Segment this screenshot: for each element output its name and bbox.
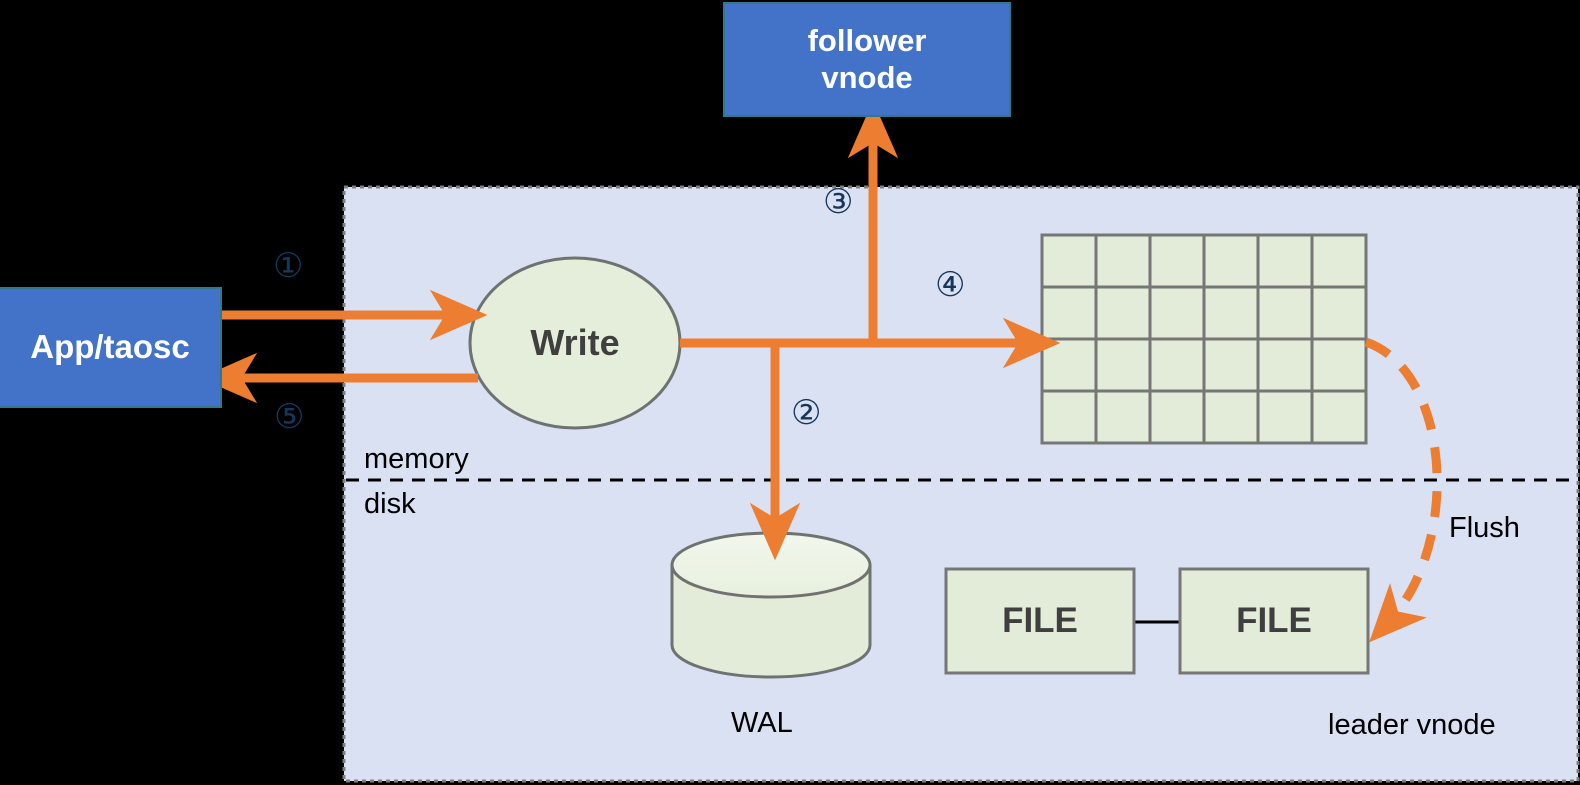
file-box-1 [944, 567, 1136, 675]
node-follower-vnode-label-line1: follower [807, 22, 927, 58]
memtable-grid [1040, 233, 1368, 445]
node-follower-vnode-label-line2: vnode [821, 59, 913, 95]
step-marker-1: ① [273, 246, 304, 286]
file-box-2 [1178, 567, 1370, 675]
arrow-flush [1364, 337, 1442, 643]
step-marker-3: ③ [823, 182, 854, 222]
node-write-label: Write [530, 322, 620, 363]
step-marker-5: ⑤ [274, 397, 305, 437]
wal-label: WAL [731, 707, 793, 739]
step-marker-2: ② [791, 393, 822, 433]
wal-cylinder [670, 531, 872, 679]
disk-label: disk [364, 488, 416, 520]
node-follower-vnode[interactable]: follower vnode [723, 2, 1011, 117]
file-box-1-label: FILE [1002, 601, 1078, 640]
leader-vnode-label: leader vnode [1328, 709, 1496, 741]
step-marker-4: ④ [935, 265, 966, 305]
file-box-2-label: FILE [1236, 601, 1312, 640]
node-app-taosc[interactable]: App/taosc [0, 287, 222, 408]
node-app-taosc-label: App/taosc [30, 328, 190, 366]
flush-label: Flush [1449, 512, 1520, 544]
memory-label: memory [364, 443, 469, 475]
